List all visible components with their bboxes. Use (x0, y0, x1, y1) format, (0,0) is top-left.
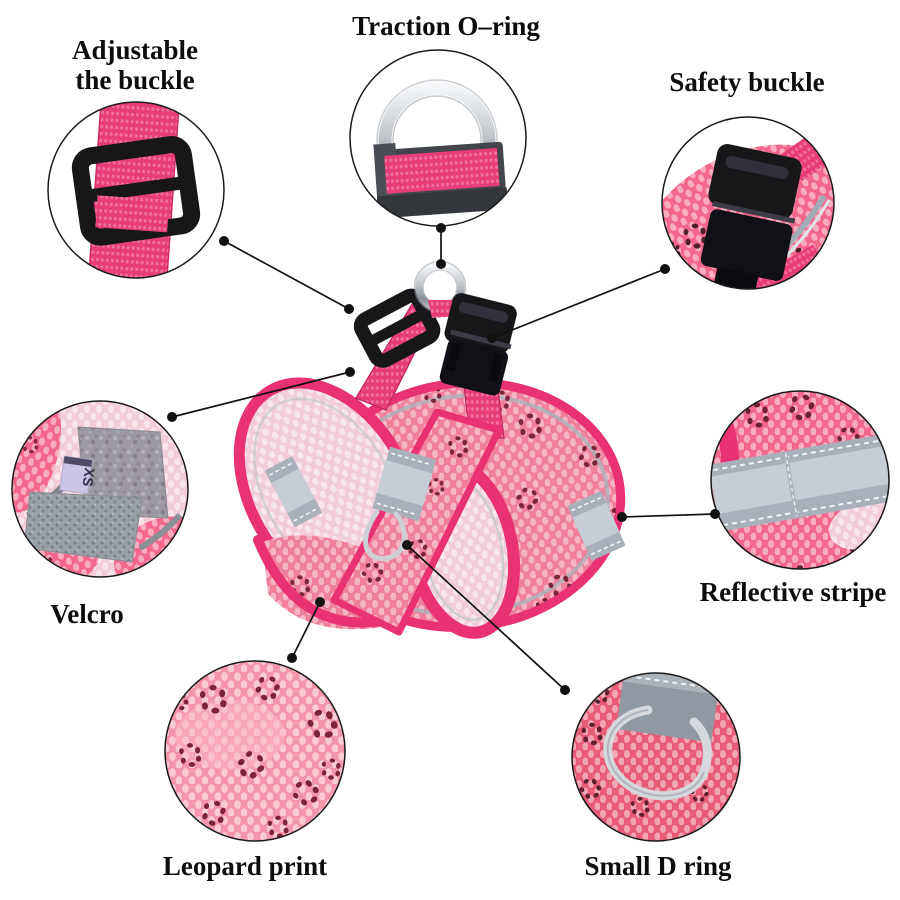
callout-circle-safety-buckle (661, 116, 835, 290)
label-velcro: Velcro (50, 599, 124, 629)
callout-circle-reflective-stripe (710, 390, 890, 570)
callout-circle-adjustable-buckle (47, 101, 225, 279)
label-traction-o-ring: Traction O–ring (352, 11, 540, 41)
reflective-stripe-detail (711, 433, 889, 532)
label-leopard-print: Leopard print (162, 851, 328, 881)
callout-circle-velcro: XS (11, 400, 189, 578)
callout-circle-small-d-ring (571, 672, 741, 842)
harness-safety-buckle (439, 293, 517, 396)
connector-lines (171, 228, 716, 691)
label-safety-buckle: Safety buckle (669, 67, 825, 97)
label-reflective-stripe: Reflective stripe (699, 577, 887, 607)
callout-circle-traction-o-ring (349, 49, 527, 227)
harness-illustration (233, 260, 628, 639)
size-tag-label: XS (80, 467, 98, 488)
velcro-hook-pad (23, 491, 143, 563)
connector-dots (167, 223, 720, 695)
harness-small-d-ring (363, 509, 407, 562)
label-adjustable-buckle: Adjustable the buckle (71, 35, 199, 95)
label-small-d-ring: Small D ring (584, 851, 732, 881)
size-tag: XS (59, 455, 98, 495)
callout-circle-leopard-print (164, 660, 346, 842)
safety-buckle-detail (700, 144, 802, 289)
